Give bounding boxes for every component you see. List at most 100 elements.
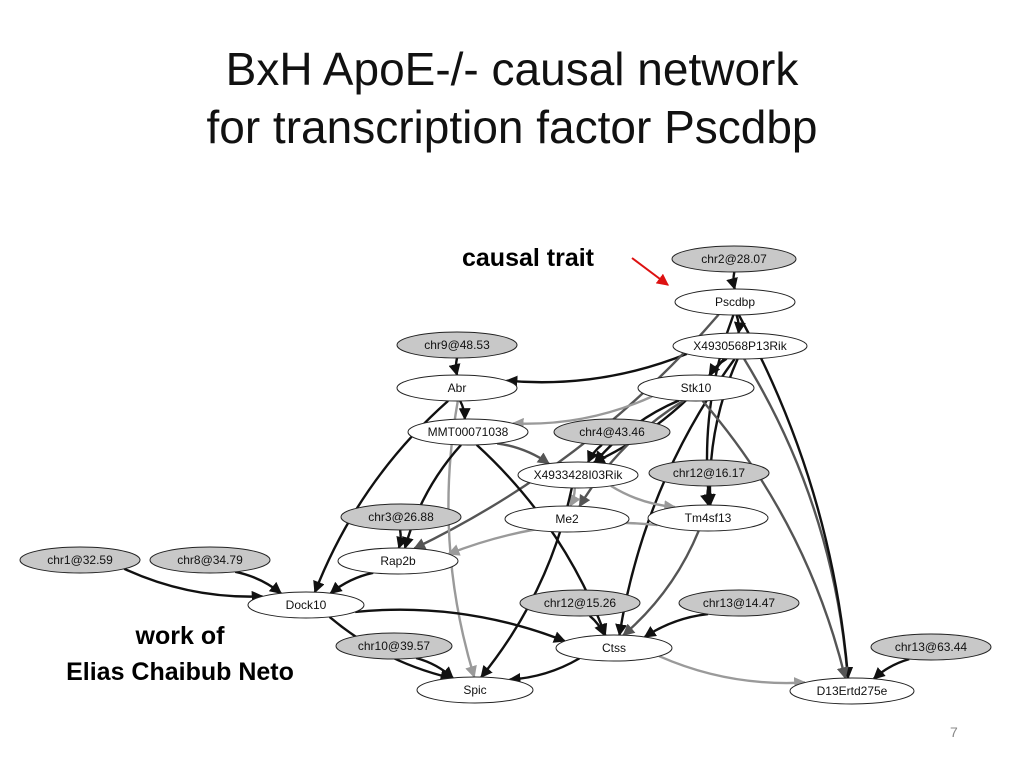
node-MMT-shape (407, 418, 529, 446)
node-Pscdbp-label: Pscdbp (715, 295, 755, 309)
page-number: 7 (950, 724, 958, 740)
edge-layer (123, 271, 910, 690)
edge-chr9_48-to-Abr (448, 357, 461, 377)
edge-Tm4sf13-to-Ctss (622, 530, 700, 637)
node-X4930-label: X4930568P13Rik (693, 339, 787, 353)
edge-Rap2b-to-Dock10 (329, 571, 374, 595)
edge-chr8_34-to-Dock10 (234, 570, 282, 595)
node-MMT: MMT00071038 (407, 418, 529, 446)
edge-Ctss-to-D13 (658, 655, 807, 690)
node-Abr-shape (396, 374, 518, 402)
edge-Stk10-to-MMT (511, 395, 653, 430)
node-chr12_16-label: chr12@16.17 (673, 466, 746, 480)
edge-X4930-to-Abr (505, 352, 688, 388)
edge-X4933-to-Tm4sf13 (610, 484, 677, 513)
edge-Ctss-to-Spic (508, 657, 581, 685)
node-Spic-label: Spic (463, 683, 486, 697)
node-chr10_39-shape (335, 632, 453, 660)
edge-chr12_15-to-Ctss (588, 614, 606, 637)
edge-chr3_26-to-Rap2b (396, 529, 408, 550)
node-Tm4sf13: Tm4sf13 (647, 504, 769, 532)
node-chr12_16-shape (648, 459, 770, 487)
node-chr13_14: chr13@14.47 (678, 589, 800, 617)
node-X4930-shape (672, 332, 808, 360)
node-Dock10-shape (247, 591, 365, 619)
node-chr9_48-label: chr9@48.53 (424, 338, 490, 352)
credit-block: work of Elias Chaibub Neto (40, 618, 320, 690)
node-chr10_39: chr10@39.57 (335, 632, 453, 660)
credit-line-2: Elias Chaibub Neto (66, 658, 294, 686)
node-chr8_34-shape (149, 546, 271, 574)
title-line-2: for transcription factor Pscdbp (206, 101, 818, 153)
node-Abr-label: Abr (448, 381, 467, 395)
node-chr13_63-shape (870, 633, 992, 661)
node-Me2-shape (504, 505, 630, 533)
edge-chr2_28-to-Pscdbp (726, 271, 738, 291)
node-chr4_43: chr4@43.46 (553, 418, 671, 446)
causal-trait-pointer-arrow (631, 257, 669, 286)
node-Ctss-shape (555, 634, 673, 662)
node-chr1_32-shape (19, 546, 141, 574)
edge-MMT-to-X4933 (496, 442, 550, 465)
node-chr3_26-shape (340, 503, 462, 531)
node-Rap2b-label: Rap2b (380, 554, 416, 568)
node-X4933-shape (517, 461, 639, 489)
node-chr12_15-label: chr12@15.26 (544, 596, 617, 610)
node-Stk10: Stk10 (637, 374, 755, 402)
node-Ctss: Ctss (555, 634, 673, 662)
node-chr9_48: chr9@48.53 (396, 331, 518, 359)
edge-MMT-to-Rap2b (401, 444, 462, 550)
node-Tm4sf13-shape (647, 504, 769, 532)
node-chr4_43-label: chr4@43.46 (579, 425, 645, 439)
node-D13-shape (789, 677, 915, 705)
node-chr2_28: chr2@28.07 (671, 245, 797, 273)
edge-chr13_63-to-D13 (872, 657, 910, 680)
edge-Pscdbp-to-X4930 (733, 314, 746, 335)
node-Spic: Spic (416, 676, 534, 704)
node-chr8_34: chr8@34.79 (149, 546, 271, 574)
node-chr12_15-shape (519, 589, 641, 617)
node-D13: D13Ertd275e (789, 677, 915, 705)
edge-Stk10-to-D13 (701, 400, 849, 680)
edge-Abr-to-Dock10 (313, 400, 449, 594)
node-chr3_26: chr3@26.88 (340, 503, 462, 531)
node-X4933: X4933428I03Rik (517, 461, 639, 489)
node-chr2_28-shape (671, 245, 797, 273)
edge-X4930-to-Tm4sf13 (703, 358, 739, 507)
edge-Pscdbp-to-D13 (737, 314, 854, 680)
node-Pscdbp: Pscdbp (674, 288, 796, 316)
node-chr12_16: chr12@16.17 (648, 459, 770, 487)
node-chr12_15: chr12@15.26 (519, 589, 641, 617)
node-Me2: Me2 (504, 505, 630, 533)
node-Dock10: Dock10 (247, 591, 365, 619)
node-Ctss-label: Ctss (602, 641, 626, 655)
node-chr10_39-label: chr10@39.57 (358, 639, 431, 653)
edge-Dock10-to-Ctss (355, 608, 566, 643)
edge-chr4_43-to-X4933 (587, 443, 603, 464)
node-chr2_28-label: chr2@28.07 (701, 252, 767, 266)
edge-chr13_14-to-Ctss (643, 612, 709, 639)
node-chr4_43-shape (553, 418, 671, 446)
node-chr13_14-shape (678, 589, 800, 617)
node-chr3_26-label: chr3@26.88 (368, 510, 434, 524)
node-chr1_32-label: chr1@32.59 (47, 553, 113, 567)
node-Dock10-label: Dock10 (286, 598, 327, 612)
edge-X4930-to-X4933 (592, 357, 726, 464)
node-MMT-label: MMT00071038 (428, 425, 509, 439)
node-chr1_32: chr1@32.59 (19, 546, 141, 574)
node-Stk10-shape (637, 374, 755, 402)
node-X4930: X4930568P13Rik (672, 332, 808, 360)
causal-trait-label: causal trait (462, 244, 595, 272)
node-chr9_48-shape (396, 331, 518, 359)
node-D13-label: D13Ertd275e (817, 684, 888, 698)
edge-Stk10-to-Me2 (578, 399, 685, 508)
node-chr8_34-label: chr8@34.79 (177, 553, 243, 567)
node-Me2-label: Me2 (555, 512, 579, 526)
node-Pscdbp-shape (674, 288, 796, 316)
node-Spic-shape (416, 676, 534, 704)
node-Abr: Abr (396, 374, 518, 402)
node-X4933-label: X4933428I03Rik (534, 468, 624, 482)
edge-chr10_39-to-Spic (415, 656, 454, 679)
